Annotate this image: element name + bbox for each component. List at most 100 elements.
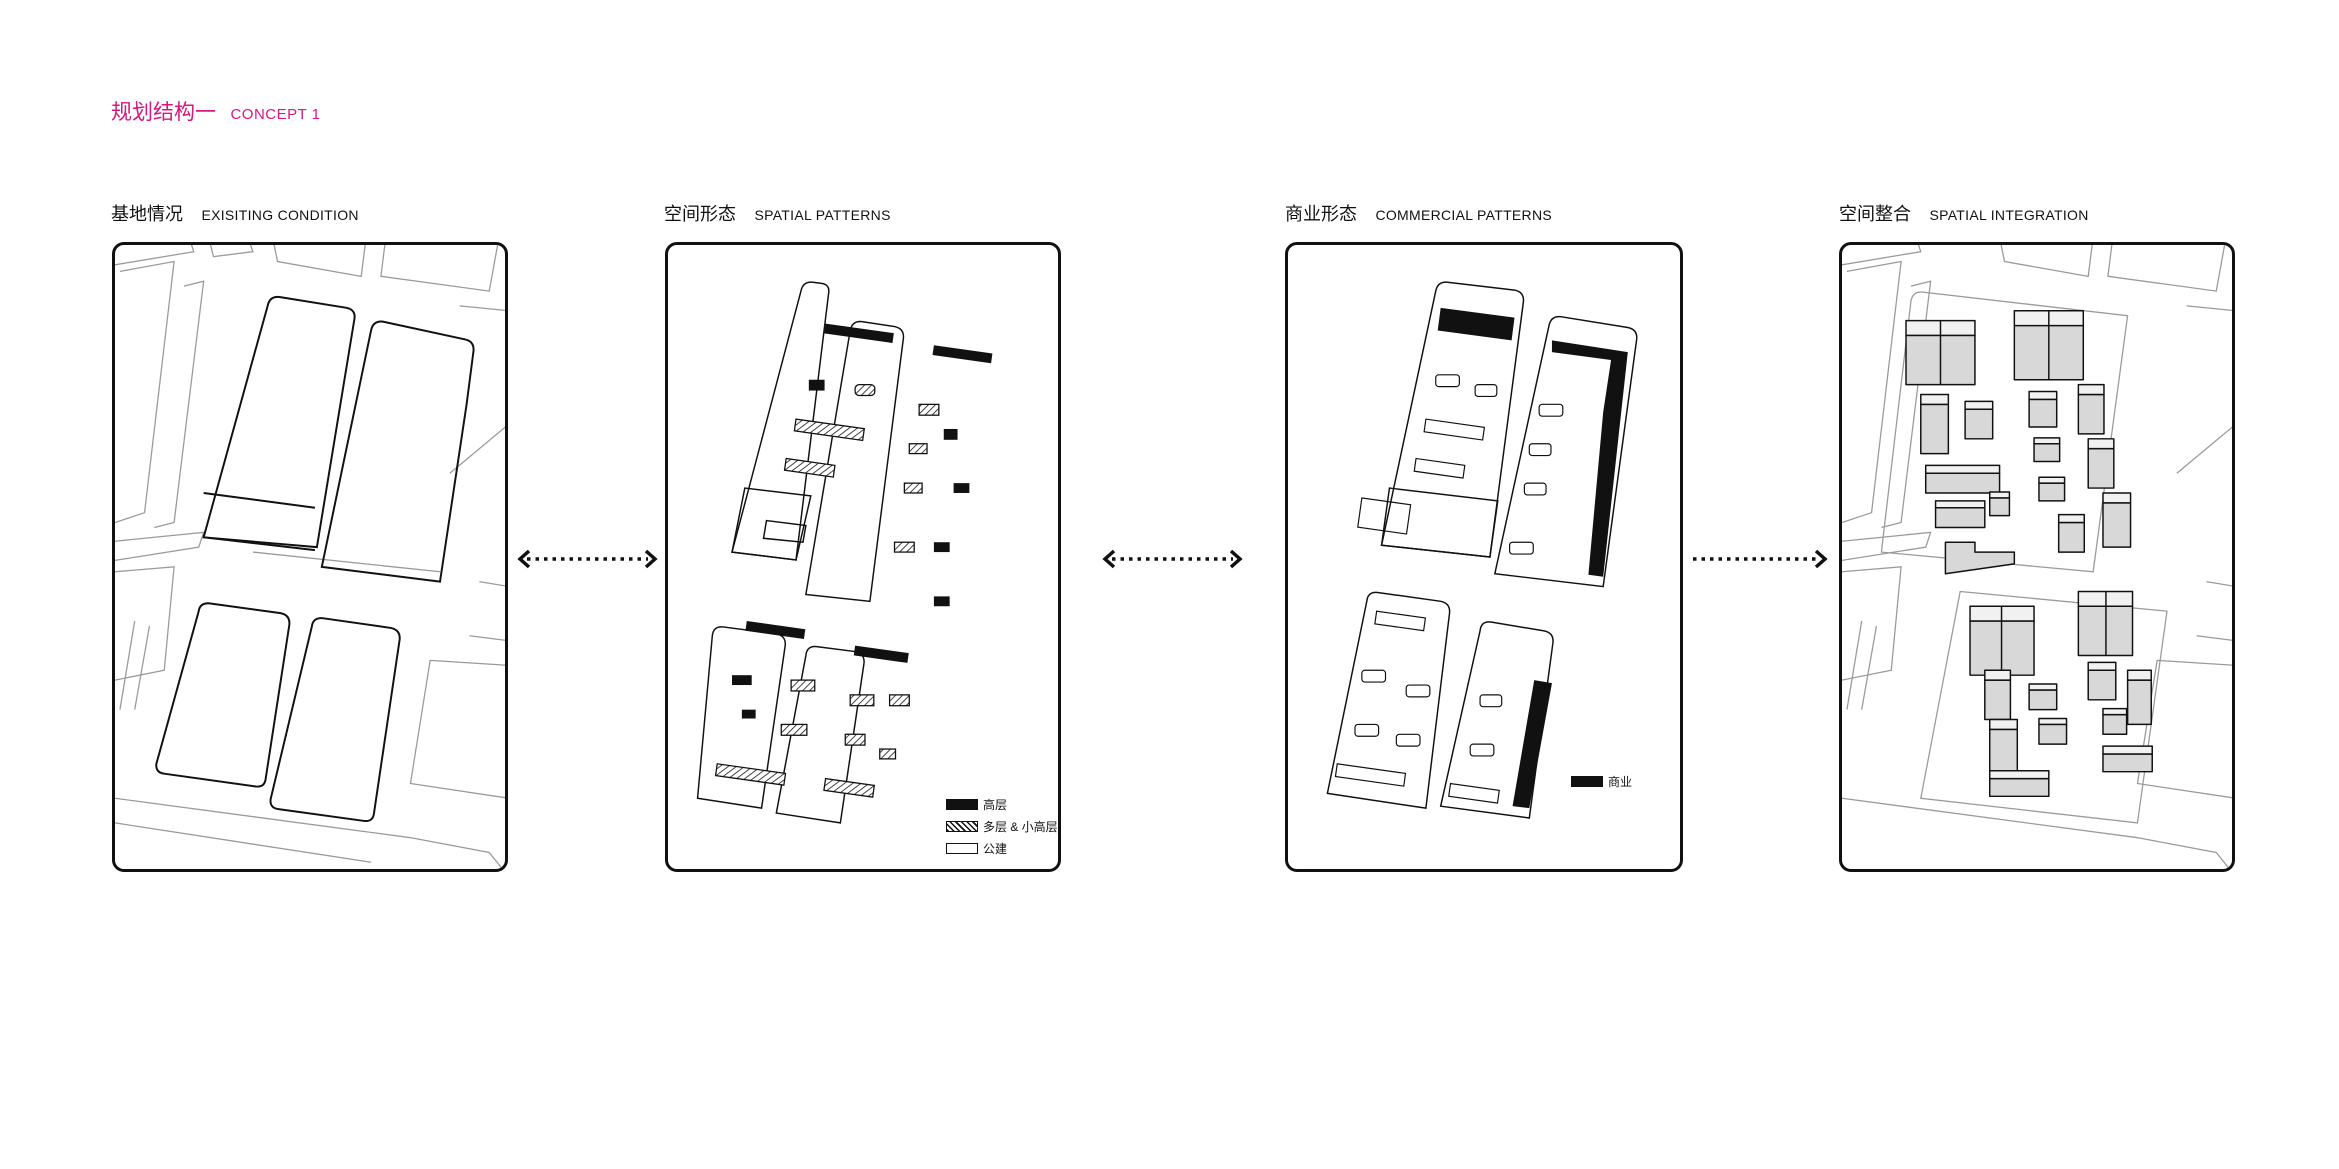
page-title-cn: 规划结构一 <box>111 101 216 124</box>
spatial-patterns-map: 高层 多层 & 小高层 公建 <box>665 242 1061 872</box>
arrow-head-right <box>644 549 658 569</box>
existing-condition-map <box>112 242 508 872</box>
high-rise-block <box>853 645 909 663</box>
arrow-head-left <box>517 549 531 569</box>
page-title: 规划结构一 CONCEPT 1 <box>111 96 321 126</box>
massing-block <box>1984 669 2012 721</box>
commercial-block <box>1512 680 1552 809</box>
commercial-patterns-map: 商业 <box>1285 242 1683 872</box>
high-rise-block <box>943 428 958 440</box>
high-rise-block <box>933 542 950 553</box>
massing-block <box>2038 717 2068 745</box>
massing-block <box>1969 605 2035 676</box>
arrow-head-left <box>1102 549 1116 569</box>
massing-block <box>2087 438 2115 489</box>
high-rise-block <box>808 379 825 391</box>
high-rise-block <box>933 596 950 607</box>
legend-label: 商业 <box>1608 774 1633 789</box>
massing-block <box>2077 590 2134 657</box>
mid-rise-block <box>918 403 940 416</box>
existing-map-svg <box>115 245 505 869</box>
massing-block <box>1988 718 2019 775</box>
commercial-block <box>1437 307 1515 341</box>
high-rise-block <box>953 483 970 493</box>
mid-rise-block <box>854 384 876 397</box>
massing-block <box>2028 683 2058 711</box>
massing-block <box>1988 491 2011 517</box>
legend-swatch-hatch <box>946 820 978 832</box>
mid-rise-block <box>888 694 910 707</box>
mid-rise-block <box>879 748 897 760</box>
commercial-block <box>1551 340 1628 577</box>
mid-rise-block <box>823 777 876 798</box>
massing-block <box>1964 400 1994 440</box>
commercial-map-svg <box>1326 281 1638 819</box>
massing-block <box>1934 500 1986 529</box>
panel-title-existing: 基地情况 EXISITING CONDITION <box>111 200 359 226</box>
panel-title-cn: 基地情况 <box>111 204 183 224</box>
high-rise-block <box>741 709 756 719</box>
legend-item-commercial: 商业 <box>1571 770 1632 792</box>
massing-block <box>1905 319 1976 386</box>
panel-title-en: EXISITING CONDITION <box>201 207 359 223</box>
panel-title-en: COMMERCIAL PATTERNS <box>1375 207 1553 223</box>
mid-rise-block <box>844 733 866 746</box>
legend-swatch-solid <box>946 798 978 810</box>
high-rise-block <box>732 675 752 686</box>
legend-item-public: 公建 <box>946 837 1058 859</box>
massing-block <box>2077 383 2105 435</box>
massing-block <box>1944 541 2016 575</box>
mid-rise-block <box>849 694 875 707</box>
arrow-1 <box>517 549 658 569</box>
mid-rise-block <box>908 443 928 455</box>
mid-rise-block <box>893 541 915 553</box>
massing-block <box>2126 669 2152 726</box>
panel-title-en: SPATIAL INTEGRATION <box>1929 207 2089 223</box>
legend-label: 公建 <box>983 841 1008 856</box>
massing-block <box>1924 464 2001 494</box>
mid-rise-block <box>714 763 787 786</box>
panel-title-spatial: 空间形态 SPATIAL PATTERNS <box>664 200 891 226</box>
massing-block <box>1988 769 2050 798</box>
legend-swatch-solid <box>1571 775 1603 787</box>
massing-block <box>2102 492 2132 548</box>
arrow-3 <box>1693 549 1828 569</box>
massing-block <box>2102 707 2128 736</box>
high-rise-block <box>932 345 993 364</box>
spatial-integration-map <box>1839 242 2235 872</box>
panel-title-integration: 空间整合 SPATIAL INTEGRATION <box>1839 200 2089 226</box>
mid-rise-block <box>790 679 816 692</box>
legend-item-mid-rise: 多层 & 小高层 <box>946 815 1058 837</box>
legend-item-high-rise: 高层 <box>946 793 1058 815</box>
legend-label: 多层 & 小高层 <box>983 819 1058 834</box>
arrow-head-right <box>1814 549 1828 569</box>
mid-rise-block <box>783 457 836 478</box>
arrow-head-right <box>1229 549 1243 569</box>
massing-block <box>2102 745 2153 773</box>
panel-title-cn: 商业形态 <box>1285 204 1357 224</box>
page-title-en: CONCEPT 1 <box>230 106 321 123</box>
panel-title-cn: 空间整合 <box>1839 204 1911 224</box>
panel-title-commercial: 商业形态 COMMERCIAL PATTERNS <box>1285 200 1552 226</box>
commercial-legend: 商业 <box>1571 770 1632 792</box>
massing-block <box>2057 513 2086 553</box>
high-rise-block <box>824 323 894 343</box>
mid-rise-block <box>793 418 866 442</box>
legend-label: 高层 <box>983 797 1008 812</box>
massing-block <box>2013 310 2085 381</box>
spatial-legend: 高层 多层 & 小高层 公建 <box>946 793 1058 859</box>
massing-block <box>2033 437 2061 463</box>
legend-swatch-empty <box>946 842 978 854</box>
panel-title-cn: 空间形态 <box>664 204 736 224</box>
massing-block <box>1920 393 1950 455</box>
panel-title-en: SPATIAL PATTERNS <box>754 207 891 223</box>
high-rise-block <box>745 621 806 639</box>
massing-block <box>2028 390 2058 428</box>
mid-rise-block <box>903 482 923 494</box>
arrow-2 <box>1102 549 1243 569</box>
massing-block <box>2087 661 2117 701</box>
mid-rise-block <box>780 723 808 736</box>
spatial-map-svg <box>696 281 993 824</box>
massing-block <box>2038 476 2066 502</box>
integration-map-svg <box>1842 245 2232 869</box>
